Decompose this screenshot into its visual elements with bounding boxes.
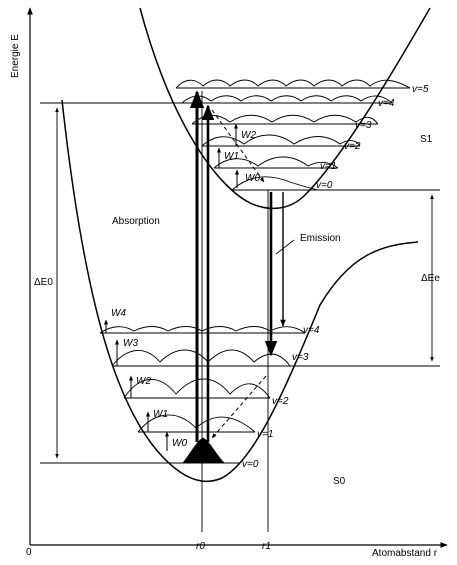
axes: Energie E Atomabstand r 0 bbox=[10, 7, 448, 559]
potential-curves bbox=[61, 7, 431, 483]
label-s0: S0 bbox=[333, 476, 346, 487]
label-delta-ee: ΔEe bbox=[421, 273, 440, 284]
lower-v1: v=1 bbox=[257, 429, 273, 440]
label-r1: r1 bbox=[262, 541, 271, 552]
reference-lines bbox=[40, 91, 434, 532]
lower-v4: v=4 bbox=[303, 325, 320, 336]
upper-v0: v=0 bbox=[316, 180, 333, 191]
label-absorption: Absorption bbox=[112, 216, 160, 227]
lower-w0: W0 bbox=[172, 438, 187, 449]
upper-levels bbox=[175, 79, 440, 191]
text-labels: Absorption Emission ΔE0 ΔEe S0 S1 r0 r1 … bbox=[34, 84, 440, 552]
label-delta-e0: ΔE0 bbox=[34, 277, 53, 288]
upper-v5: v=5 bbox=[412, 84, 429, 95]
width-arrows bbox=[104, 123, 239, 451]
lower-w3: W3 bbox=[123, 338, 138, 349]
relaxation-upper bbox=[211, 109, 265, 183]
upper-w0: W0 bbox=[245, 173, 260, 184]
label-s1: S1 bbox=[420, 134, 433, 145]
label-r0: r0 bbox=[196, 541, 205, 552]
transitions bbox=[189, 90, 295, 442]
upper-v4: v=4 bbox=[378, 98, 395, 109]
lower-v3: v=3 bbox=[292, 352, 309, 363]
lower-w4: W4 bbox=[111, 308, 126, 319]
lower-levels bbox=[40, 326, 440, 464]
x-axis-label: Atomabstand r bbox=[372, 548, 438, 559]
upper-v2: v=2 bbox=[344, 141, 361, 152]
upper-w2: W2 bbox=[241, 130, 256, 141]
upper-w1: W1 bbox=[224, 151, 239, 162]
lower-v0: v=0 bbox=[242, 459, 259, 470]
y-axis-label: Energie E bbox=[10, 34, 21, 78]
upper-v1: v=1 bbox=[320, 161, 336, 172]
upper-v3: v=3 bbox=[355, 120, 372, 131]
label-emission: Emission bbox=[300, 233, 341, 244]
origin-label: 0 bbox=[26, 547, 32, 558]
ground-state-curve bbox=[61, 99, 419, 483]
lower-v2: v=2 bbox=[272, 396, 289, 407]
lower-w2: W2 bbox=[136, 376, 151, 387]
lower-w1: W1 bbox=[153, 409, 168, 420]
